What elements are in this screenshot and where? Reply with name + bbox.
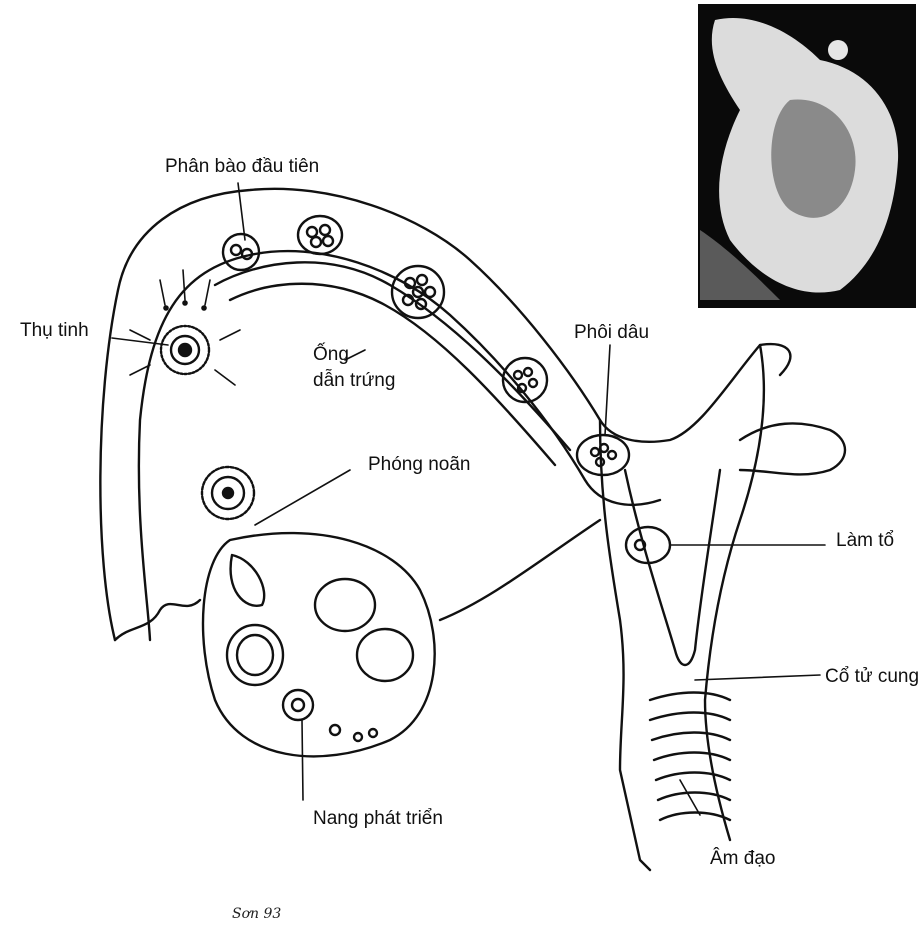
vaginal-folds	[650, 693, 730, 821]
label-first-division: Phân bào đầu tiên	[165, 156, 319, 178]
label-cervix: Cổ tử cung	[825, 666, 919, 688]
artist-signature: Sơn 93	[232, 906, 281, 922]
sperm-cells	[130, 270, 240, 385]
label-implantation: Làm tổ	[836, 530, 894, 552]
label-fallopian-tube-2: dẫn trứng	[313, 370, 395, 392]
label-ovulation: Phóng noãn	[368, 454, 471, 476]
label-developing-follicle: Nang phát triển	[313, 808, 443, 830]
label-vagina: Âm đạo	[710, 848, 775, 870]
morula	[577, 435, 629, 475]
label-fallopian-tube-1: Ống	[313, 344, 349, 366]
ovarian-ligament	[440, 520, 600, 620]
ovary	[203, 533, 435, 756]
four-cell-stage	[298, 216, 342, 254]
inset-photo	[698, 4, 916, 308]
label-morula: Phôi dâu	[574, 322, 649, 344]
fimbriae	[115, 600, 200, 640]
ruptured-follicle	[231, 555, 265, 606]
uterine-cavity	[625, 470, 720, 665]
fallopian-tube-outer	[100, 189, 790, 640]
uterus-outline	[600, 420, 650, 870]
label-fertilization: Thụ tinh	[20, 320, 89, 342]
